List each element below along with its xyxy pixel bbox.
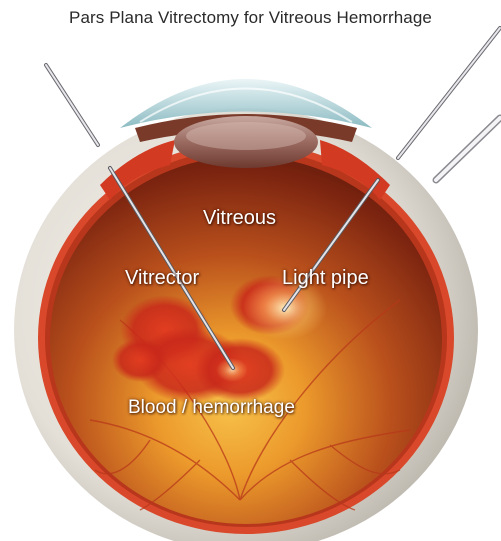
label-vitrector: Vitrector [125, 267, 199, 290]
label-light-pipe: Light pipe [282, 267, 369, 290]
label-blood-hemorrhage: Blood / hemorrhage [128, 397, 295, 419]
diagram-title: Pars Plana Vitrectomy for Vitreous Hemor… [0, 8, 501, 28]
infusion-cannula [436, 118, 500, 180]
label-vitreous: Vitreous [203, 207, 276, 230]
